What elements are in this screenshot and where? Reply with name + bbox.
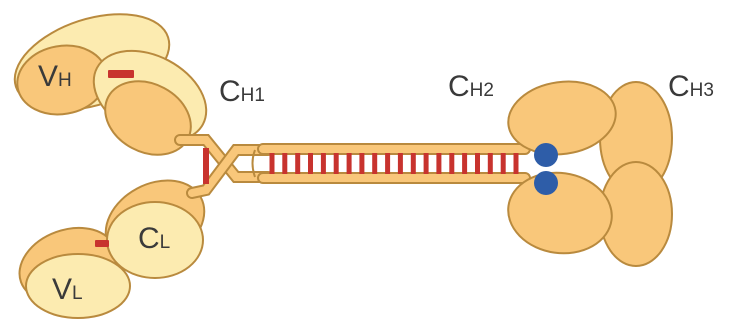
carbohydrate-dot-lower [534,171,558,195]
hinge-crosslink [203,148,209,184]
disulfide-bond-ladder [270,153,519,174]
stalk-outline [253,150,256,177]
fc-stalk [253,144,531,183]
label-ch2: CH2 [448,70,494,103]
disulfide-bond [295,153,300,174]
disulfide-bond [321,153,326,174]
disulfide-bond [411,153,416,174]
disulfide-bond [436,153,441,174]
disulfide-bond [424,153,429,174]
label-ch1: CH1 [219,75,265,108]
disulfide-bond [270,153,275,174]
disulfide-bond [514,153,519,174]
label-ch3: CH3 [668,70,714,103]
lower-fab-arm [9,164,219,318]
disulfide-bond [488,153,493,174]
disulfide-bond [308,153,313,174]
disulfide-bond [501,153,506,174]
stalk-lower-chain [258,173,530,183]
vh-disulfide-bond [108,70,134,78]
disulfide-bond [475,153,480,174]
disulfide-bond [282,153,287,174]
vl-disulfide-bond [95,240,109,247]
disulfide-bond [449,153,454,174]
disulfide-bond [359,153,364,174]
hinge-region [180,140,268,193]
disulfide-bond [398,153,403,174]
disulfide-bond [462,153,467,174]
disulfide-bond [334,153,339,174]
carbohydrate-dot-upper [534,143,558,167]
stalk-upper-chain [258,144,530,154]
fc-region [503,75,672,266]
disulfide-bond [372,153,377,174]
disulfide-bond [347,153,352,174]
disulfide-bond [385,153,390,174]
